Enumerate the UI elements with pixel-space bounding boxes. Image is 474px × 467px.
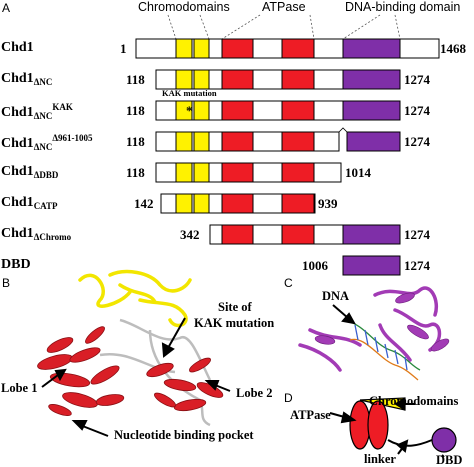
end-2: 1274 [404, 72, 430, 87]
start-1: 1 [120, 41, 127, 56]
label-kak-mutation: KAK mutation [194, 316, 275, 330]
start-4: 118 [126, 134, 145, 149]
schematic-linker [387, 439, 433, 447]
label-site-of: Site of [218, 300, 252, 314]
schematic-dbd-circle [431, 427, 457, 453]
kak-mutation-label: KAK mutation [162, 88, 217, 98]
label-lobe-2: Lobe 2 [236, 386, 273, 400]
panel-c-protein-helices [314, 292, 450, 352]
panel-label-c: C [284, 276, 293, 290]
structure-chromodomains [78, 269, 192, 328]
construct-bar-chd1 [135, 38, 440, 59]
end-1: 1468 [440, 41, 466, 56]
end-4: 1274 [404, 134, 430, 149]
label-nucleotide-pocket: Nucleotide binding pocket [114, 428, 254, 442]
row-label-6: Chd1CATP [1, 195, 58, 211]
label-lobe-1: Lobe 1 [1, 381, 38, 395]
construct-bar-chd1-ddbd [155, 162, 342, 183]
structure-lobe1 [37, 326, 125, 416]
schematic-atpase-lobe-2 [367, 400, 389, 450]
kak-star: * [186, 103, 193, 118]
row-label-4: Chd1ΔNCΔ961-1005 [1, 133, 93, 152]
row-label-7: Chd1ΔChromo [1, 226, 72, 242]
label-dbd: DBD [436, 453, 463, 467]
row-label-1: Chd1 [1, 40, 34, 55]
construct-bar-chd1-dnc-kak [155, 100, 401, 121]
label-dna: DNA [322, 289, 350, 303]
row-label-2: Chd1ΔNC [1, 71, 53, 87]
schematic-diagram [349, 397, 457, 453]
start-3: 118 [126, 103, 145, 118]
row-label-8: DBD [1, 257, 31, 272]
header-dbd: DNA-binding domain [345, 0, 461, 14]
schematic-atpase-lobe-1 [349, 400, 371, 450]
panel-c-protein [298, 286, 442, 372]
panel-c-dna [344, 319, 421, 381]
construct-bar-chd1-dnc [155, 69, 401, 90]
start-6: 142 [134, 196, 154, 211]
construct-bar-chd1-dnc-d961 [155, 127, 401, 152]
end-3: 1274 [404, 103, 430, 118]
label-linker: linker [364, 452, 396, 466]
end-6: 939 [318, 196, 338, 211]
start-7: 342 [180, 227, 200, 242]
end-5: 1014 [345, 165, 371, 180]
row-label-5: Chd1ΔDBD [1, 164, 59, 180]
structure-lobe2 [146, 357, 224, 412]
label-atpase: ATPase [290, 408, 331, 422]
end-8: 1274 [404, 258, 430, 273]
header-chromodomains: Chromodomains [138, 0, 230, 14]
panel-label-b: B [2, 276, 11, 290]
header-atpase: ATPase [262, 0, 306, 14]
start-2: 118 [126, 72, 145, 87]
label-chromodomains: Chromodomains [369, 394, 459, 408]
row-label-3: Chd1ΔNCKAK [1, 102, 73, 121]
start-8: 1006 [302, 258, 328, 273]
start-5: 118 [126, 165, 145, 180]
construct-bar-chd1-dchromo [209, 224, 401, 245]
construct-bar-dbd [342, 255, 401, 276]
domain-diagram [135, 14, 440, 276]
panel-label-a: A [2, 1, 11, 15]
construct-bar-chd1-catp [160, 193, 316, 214]
panel-label-d: D [284, 391, 293, 405]
end-7: 1274 [404, 227, 430, 242]
